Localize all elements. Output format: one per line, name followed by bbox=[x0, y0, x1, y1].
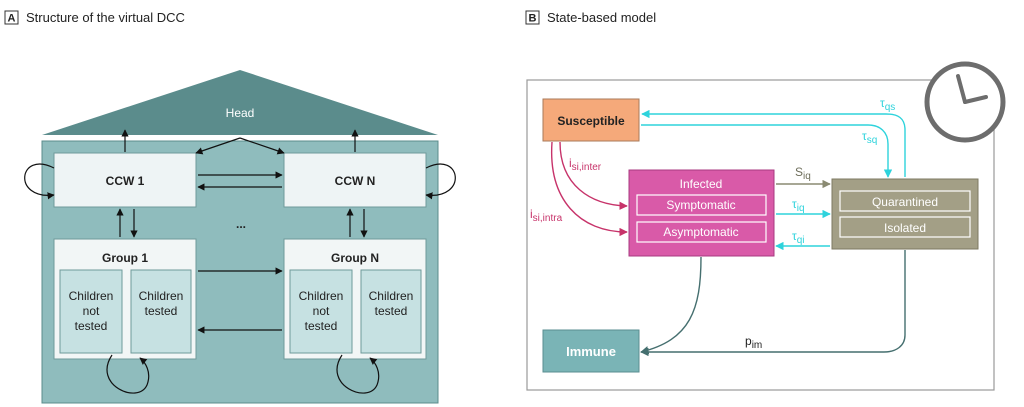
panel-b: B State-based model Susceptible Infected… bbox=[525, 10, 1006, 391]
param-i-si-inter: isi,inter bbox=[569, 156, 602, 173]
group-1-children-not-tested-line-3: tested bbox=[75, 319, 108, 333]
isolated-label: Isolated bbox=[884, 221, 926, 235]
panel-a-letter-box bbox=[4, 10, 19, 25]
loop-ccw1 bbox=[24, 163, 55, 200]
arrow-tau-qs bbox=[641, 109, 906, 177]
asymptomatic-label: Asymptomatic bbox=[663, 225, 738, 239]
symptomatic-label: Symptomatic bbox=[666, 198, 735, 212]
susceptible-box bbox=[542, 98, 640, 142]
panel-a-letter: A bbox=[8, 13, 16, 25]
group-n-children-tested-line-1: Children bbox=[369, 289, 414, 303]
group-1-children-tested-line-1: Children bbox=[139, 289, 184, 303]
panel-a-title: Structure of the virtual DCC bbox=[26, 10, 185, 25]
quarantine-box bbox=[831, 178, 979, 250]
immune-arrows bbox=[640, 250, 906, 357]
group-n-children-not-tested-line-2: not bbox=[313, 304, 330, 318]
panel-a: A Structure of the virtual DCC Head CCW … bbox=[4, 10, 456, 404]
ccw-n-box bbox=[283, 152, 427, 208]
tau-arrows bbox=[641, 109, 906, 251]
immune-box bbox=[542, 329, 640, 373]
panel-b-letter-box bbox=[525, 10, 540, 25]
panel-b-title: State-based model bbox=[547, 10, 656, 25]
clock-icon bbox=[924, 61, 1006, 143]
param-tau-qi: τqi bbox=[792, 229, 805, 246]
asymptomatic-box bbox=[636, 221, 767, 243]
arrow-intra-infection bbox=[551, 141, 628, 237]
loop-group1-children bbox=[106, 354, 150, 394]
group-1-children-not-tested-line-1: Children bbox=[69, 289, 114, 303]
loop-ccwn bbox=[425, 163, 456, 200]
ccw-1-label: CCW 1 bbox=[106, 174, 145, 188]
infection-arrows bbox=[551, 141, 628, 237]
group-1-label: Group 1 bbox=[102, 251, 148, 265]
group-1-children-tested-box bbox=[130, 269, 192, 354]
group-1-children-not-tested-line-2: not bbox=[83, 304, 100, 318]
param-tau-iq: τiq bbox=[792, 197, 805, 214]
panel-b-letter: B bbox=[529, 13, 537, 25]
param-p-im: pim bbox=[745, 334, 762, 351]
group-n-children-tested-box bbox=[360, 269, 422, 354]
group-1-children-not-tested-box bbox=[59, 269, 123, 354]
group-n-children-not-tested-line-1: Children bbox=[299, 289, 344, 303]
quarantined-label: Quarantined bbox=[872, 195, 938, 209]
susceptible-label: Susceptible bbox=[557, 114, 625, 128]
group-n-children-tested-line-2: tested bbox=[375, 304, 408, 318]
head-roof bbox=[42, 70, 438, 135]
group-1-children-tested-line-2: tested bbox=[145, 304, 178, 318]
head-label: Head bbox=[226, 106, 255, 120]
param-s-iq: Siq bbox=[795, 165, 811, 182]
arrow-head-to-ccwn bbox=[239, 137, 285, 155]
param-tau-sq: τsq bbox=[862, 129, 877, 146]
immune-label: Immune bbox=[566, 344, 616, 359]
ccw-n-label: CCW N bbox=[335, 174, 376, 188]
symptomatic-box bbox=[636, 194, 767, 216]
ellipsis-label: ... bbox=[236, 217, 246, 231]
group-n-children-not-tested-line-3: tested bbox=[305, 319, 338, 333]
arrow-tau-sq bbox=[641, 124, 893, 178]
param-tau-qs: τqs bbox=[880, 96, 895, 113]
quarantined-box bbox=[839, 190, 971, 212]
infected-label: Infected bbox=[680, 177, 723, 191]
arrow-inter-infection bbox=[559, 141, 628, 210]
group-n-children-not-tested-box bbox=[289, 269, 353, 354]
param-i-si-intra: isi,intra bbox=[530, 207, 563, 224]
group-n-label: Group N bbox=[331, 251, 379, 265]
ccw-1-box bbox=[53, 152, 197, 208]
panel-a-arrows bbox=[24, 129, 456, 394]
arrow-head-to-ccw1 bbox=[195, 137, 241, 155]
loop-groupn-children bbox=[336, 354, 380, 394]
arrow-infected-to-immune bbox=[640, 256, 702, 355]
isolated-box bbox=[839, 216, 971, 238]
arrow-quarantine-to-immune bbox=[640, 250, 906, 357]
